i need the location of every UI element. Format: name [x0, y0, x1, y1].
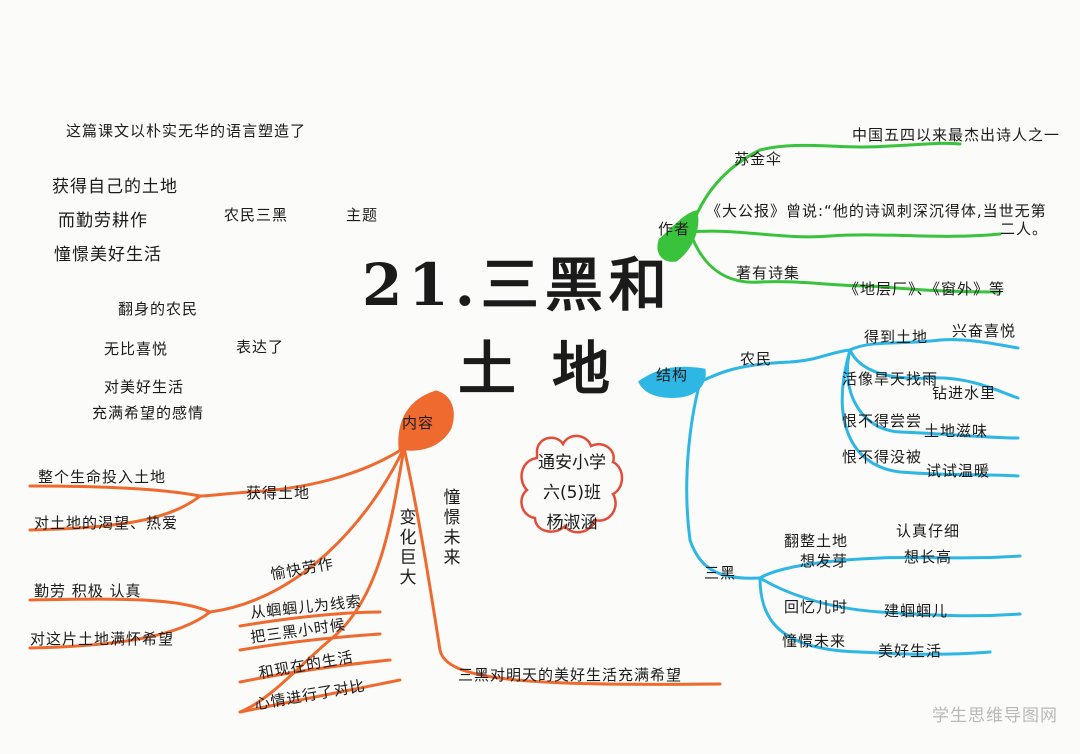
school-label: 通安小学 六(5)班 杨淑涵 [530, 448, 614, 538]
class-name: 六(5)班 [542, 483, 602, 503]
theme-label: 主题 [346, 206, 379, 224]
structure-branch-label: 结构 [656, 366, 689, 384]
content-sub-label-vertical: 变化巨大 [399, 508, 417, 588]
author-name: 苏金伞 [734, 150, 783, 168]
content-item: 对土地的渴望、热爱 [34, 514, 179, 532]
structure-branch-lines [638, 338, 1022, 656]
express-item: 对美好生活 [104, 378, 185, 396]
content-branch-label: 内容 [402, 414, 435, 432]
content-branch-lines [28, 390, 722, 714]
author-review-end: 二人。 [1000, 220, 1049, 238]
structure-item: 憧憬未来 [782, 632, 847, 650]
author-works-label: 著有诗集 [736, 264, 801, 282]
structure-group-label: 农民 [740, 350, 773, 368]
author-works: 《地层厂》、《窗外》等 [844, 280, 1006, 298]
author-branch-lines [657, 141, 1002, 294]
express-item: 充满希望的感情 [92, 404, 205, 422]
title-line-1: 21.三黑和 [362, 251, 673, 319]
watermark: 学生思维导图网 [932, 706, 1058, 726]
theme-intro: 这篇课文以朴实无华的语言塑造了 [66, 122, 307, 140]
express-item: 翻身的农民 [118, 300, 199, 318]
structure-item: 得到土地 [864, 328, 929, 346]
content-sub-label: 获得土地 [246, 484, 311, 502]
structure-item: 恨不得尝尝 [842, 412, 923, 430]
content-sub-label-vertical: 憧憬未来 [443, 488, 461, 568]
structure-item: 认真仔细 [896, 522, 961, 540]
structure-item: 回忆儿时 [784, 598, 849, 616]
author-branch-label: 作者 [658, 220, 691, 238]
structure-item: 兴奋喜悦 [952, 322, 1017, 340]
structure-item: 活像旱天找雨 [842, 370, 939, 388]
express-label: 表达了 [236, 338, 285, 356]
theme-item: 憧憬美好生活 [54, 245, 162, 265]
structure-item: 土地滋味 [924, 422, 989, 440]
school-label-cloud [520, 434, 624, 534]
theme-item: 获得自己的土地 [52, 177, 178, 197]
structure-item: 想长高 [904, 548, 953, 566]
structure-item: 钻进水里 [932, 384, 997, 402]
structure-group-label: 三黑 [704, 564, 737, 582]
content-item: 勤劳 积极 认真 [34, 582, 142, 600]
express-item: 无比喜悦 [104, 340, 169, 358]
author-detail: 中国五四以来最杰出诗人之一 [852, 126, 1061, 144]
author-review: 《大公报》曾说:“他的诗讽刺深沉得体,当世无第 [706, 202, 1047, 220]
theme-item: 而勤劳耕作 [58, 211, 148, 231]
content-item: 对这片土地满怀希望 [30, 630, 175, 648]
structure-item: 想发芽 [800, 552, 849, 570]
content-item: 整个生命投入土地 [38, 468, 167, 486]
structure-item: 恨不得没被 [842, 448, 923, 466]
content-item: 三黑对明天的美好生活充满希望 [458, 666, 683, 684]
structure-item: 翻整土地 [784, 532, 849, 550]
structure-item: 美好生活 [878, 642, 943, 660]
school-name: 通安小学 [538, 453, 606, 473]
title-line-2: 土地 [458, 335, 647, 403]
theme-subject: 农民三黑 [224, 206, 289, 224]
structure-item: 建蝈蝈儿 [884, 602, 949, 620]
student-name: 杨淑涵 [546, 513, 598, 533]
structure-item: 试试温暖 [926, 462, 991, 480]
